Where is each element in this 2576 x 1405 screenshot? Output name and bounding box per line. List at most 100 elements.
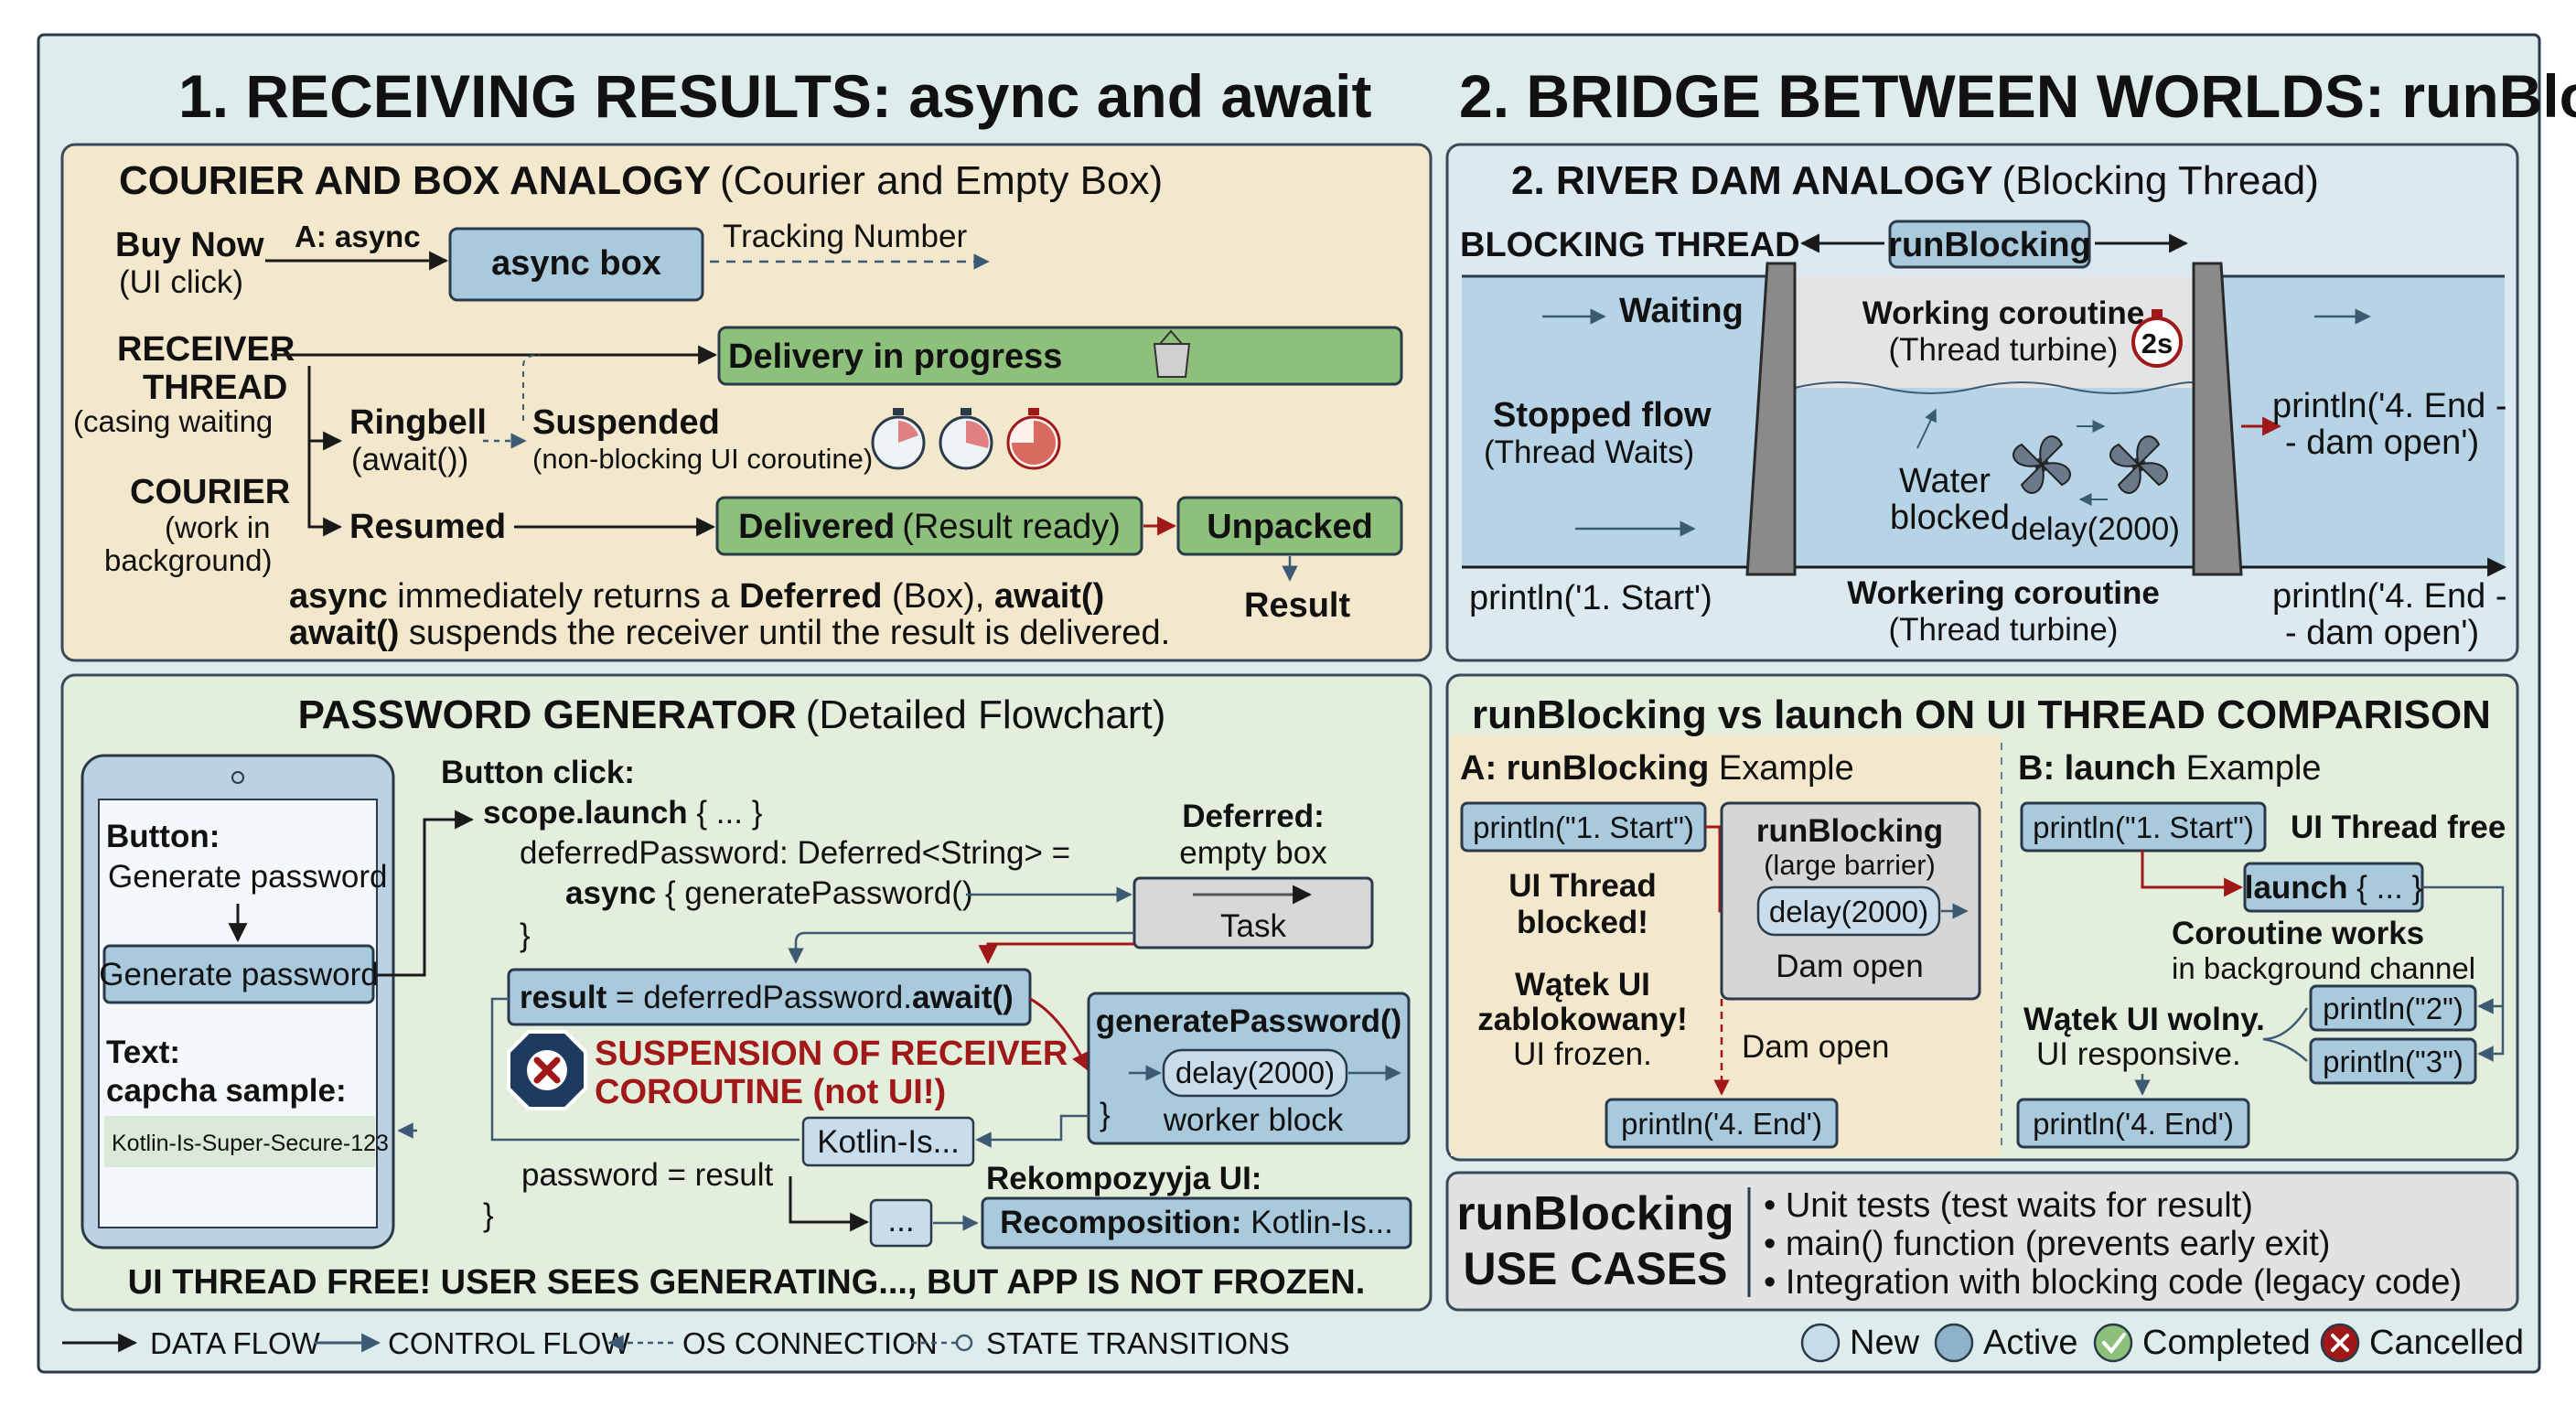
legend-state-transitions: STATE TRANSITIONS xyxy=(986,1326,1290,1360)
println-end-line4: - dam open') xyxy=(2285,614,2479,652)
note1-await: await() xyxy=(994,577,1104,616)
ringbell-label: Ringbell xyxy=(349,403,487,442)
package-icon xyxy=(1153,329,1191,378)
thread-label: THREAD xyxy=(143,369,287,407)
recomposition-box xyxy=(981,1196,1412,1249)
await-to-generate-arrow xyxy=(1029,997,1090,1072)
a-watek-label: Wątek UI xyxy=(1515,967,1650,1003)
dam-title: 2. RIVER DAM ANALOGY xyxy=(1511,158,1992,203)
workering-coroutine-label: Workering coroutine xyxy=(1847,575,2160,611)
suspended-dashed-link xyxy=(522,354,541,421)
dam-wall-left xyxy=(1745,262,1797,576)
button-click-label: Button click: xyxy=(441,755,635,790)
delivery-box xyxy=(717,326,1403,386)
svg-text:async immediately returns a De: async immediately returns a Deferred (Bo… xyxy=(289,577,1104,616)
legend-completed: Completed xyxy=(2142,1324,2311,1362)
svg-text:result = deferredPassword.awa: result = deferredPassword.await() xyxy=(520,980,1014,1015)
phone-camera xyxy=(231,771,244,784)
gen-close-brace: } xyxy=(1100,1097,1111,1132)
svg-text:scope.launch { ... }: scope.launch { ... } xyxy=(483,795,763,831)
worker-block-label: worker block xyxy=(1163,1102,1344,1138)
async-keyword: async xyxy=(565,875,656,911)
stopwatch-icon xyxy=(1006,408,1061,470)
rekompozycja-label: Rekompozyyja UI: xyxy=(986,1161,1261,1196)
water-surface xyxy=(1794,381,2197,394)
legend-active-dot xyxy=(1934,1323,1974,1363)
timer-label: 2s xyxy=(2141,327,2173,359)
b-fork-lines xyxy=(2262,1007,2309,1062)
b-example-keyword: B: launch xyxy=(2018,749,2176,788)
legend-os-connection: OS CONNECTION xyxy=(682,1326,938,1360)
unpacked-box xyxy=(1176,496,1403,556)
deferred-declaration: deferredPassword: Deferred<String> = xyxy=(520,835,1070,871)
suspended-note: (non-blocking UI coroutine) xyxy=(532,443,873,475)
generate-password-button-label: Generate password xyxy=(99,957,378,992)
delivery-label: Delivery in progress xyxy=(728,338,1062,376)
phone-text-label: Text: xyxy=(106,1035,180,1070)
b-println2-box xyxy=(2309,984,2477,1032)
suspension-loop-line xyxy=(490,997,800,1142)
a-runblocking-label: runBlocking xyxy=(1756,813,1943,849)
work-in-label: (work in xyxy=(165,510,271,544)
b-ui-thread-free: UI Thread free xyxy=(2291,810,2506,845)
thread-turbine-label: (Thread turbine) xyxy=(1889,332,2119,368)
b-launch-to-println3-arrow xyxy=(2422,885,2505,1062)
waiting-label: Waiting xyxy=(1619,292,1744,330)
password-output-field xyxy=(104,1116,375,1167)
a-async-label: A: async xyxy=(295,220,421,253)
resumed-label: Resumed xyxy=(349,508,506,546)
legend: DATA FLOW CONTROL FLOW OS CONNECTION STA… xyxy=(62,1323,2524,1363)
use-case-item: • Unit tests (test waits for result) xyxy=(1764,1186,2253,1225)
legend-new-dot xyxy=(1800,1323,1841,1363)
note1-text: immediately returns a xyxy=(388,577,739,616)
stopwatch-icon xyxy=(871,408,926,470)
async-box-label: async box xyxy=(491,244,661,283)
kotlin-is-label: Kotlin-Is... xyxy=(817,1124,960,1160)
turbine-icon xyxy=(2012,435,2071,494)
a-zablokowany-label: zablokowany! xyxy=(1477,1002,1687,1037)
worker-to-kotlin-arrow xyxy=(975,1114,1089,1148)
thread-turbine-label-bottom: (Thread turbine) xyxy=(1889,612,2119,648)
generate-password-button[interactable] xyxy=(102,944,375,1004)
b-println-start: println("1. Start") xyxy=(2033,810,2254,844)
delivered-box xyxy=(715,496,1143,556)
note1-deferred: Deferred xyxy=(739,577,882,616)
courier-label: COURIER xyxy=(130,473,290,511)
svg-text:A: runBlocking Example: A: runBlocking Example xyxy=(1460,749,1854,788)
runblocking-badge-label: runBlocking xyxy=(1888,226,2091,264)
timer-icon: 2s xyxy=(2131,309,2183,368)
b-start-to-launch-arrow xyxy=(2141,851,2244,897)
b-coroutine-works: Coroutine works xyxy=(2172,916,2424,951)
note2-await: await() xyxy=(289,614,399,652)
left-title: 1. RECEIVING RESULTS: async and await xyxy=(178,62,1371,130)
stopped-flow-label: Stopped flow xyxy=(1493,396,1712,434)
legend-cancelled: Cancelled xyxy=(2369,1324,2524,1362)
result-label: Result xyxy=(1244,586,1350,625)
b-example-rest: Example xyxy=(2176,749,2321,788)
svg-text:Recomposition: Kotlin-Is...: Recomposition: Kotlin-Is... xyxy=(1000,1205,1393,1240)
turbine-icon xyxy=(2109,435,2168,494)
note1-async: async xyxy=(289,577,388,616)
b-println-end-box xyxy=(2016,1098,2250,1149)
a-example-rest: Example xyxy=(1709,749,1853,788)
blocked-label: blocked xyxy=(1890,499,2010,537)
background-label: background) xyxy=(104,543,272,577)
kotlin-is-box xyxy=(801,1116,975,1167)
check-icon xyxy=(2093,1323,2133,1363)
suspension-line2: COROUTINE (not UI!) xyxy=(595,1073,946,1111)
legend-state-circle xyxy=(955,1334,973,1352)
password-title: PASSWORD GENERATOR xyxy=(298,692,797,737)
a-delay-pill xyxy=(1756,885,1941,937)
use-case-item: • Integration with blocking code (legacy… xyxy=(1764,1263,2462,1302)
async-box xyxy=(448,227,704,302)
dam-delay-label: delay(2000) xyxy=(2011,511,2180,547)
legend-active: Active xyxy=(1983,1324,2077,1362)
b-launch-keyword: launch xyxy=(2245,870,2348,906)
deferred-label: Deferred: xyxy=(1182,799,1325,834)
runblocking-badge xyxy=(1888,220,2091,269)
generate-password-title: generatePassword() xyxy=(1096,1003,1402,1039)
svg-text:Delivered(Result ready): Delivered(Result ready) xyxy=(738,508,1121,546)
receiver-to-resumed-arrow xyxy=(307,441,343,537)
water-label: Water xyxy=(1899,462,1991,500)
